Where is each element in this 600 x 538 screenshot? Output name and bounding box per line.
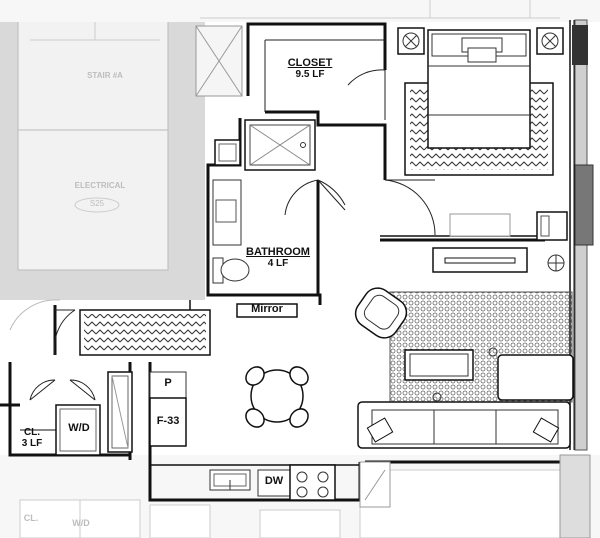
pantry-label: P bbox=[164, 377, 172, 389]
hall-runner bbox=[79, 309, 211, 356]
kitchen bbox=[107, 371, 391, 508]
sofa bbox=[357, 347, 571, 449]
tv-console bbox=[432, 247, 528, 273]
bed bbox=[427, 29, 531, 149]
storage-box bbox=[195, 25, 243, 97]
lamp bbox=[547, 254, 565, 272]
armchair bbox=[354, 287, 408, 339]
bathroom-label: BATHROOM 4 LF bbox=[238, 246, 318, 269]
mirror-label: Mirror bbox=[251, 303, 283, 315]
dining-set bbox=[245, 366, 309, 428]
electrical-label: ELECTRICAL bbox=[74, 181, 126, 190]
closet-label: CLOSET 9.5 LF bbox=[280, 57, 340, 80]
laundry-closet bbox=[20, 404, 101, 456]
bathroom-size: 4 LF bbox=[267, 257, 289, 269]
nightstands bbox=[397, 27, 564, 55]
lower-closet-label: CL. bbox=[23, 513, 39, 523]
mirror-box bbox=[236, 303, 298, 318]
door-swings bbox=[29, 69, 436, 401]
closet-title: CLOSET bbox=[287, 57, 333, 69]
laundry-closet-size: 3 LF bbox=[21, 437, 43, 449]
wall-fill bbox=[559, 19, 594, 538]
bathroom-title: BATHROOM bbox=[246, 246, 310, 258]
coffee-table bbox=[404, 349, 474, 381]
closet bbox=[264, 39, 385, 112]
closet-size: 9.5 LF bbox=[295, 68, 325, 80]
laundry-closet-title: CL. bbox=[23, 427, 41, 438]
shower bbox=[214, 119, 316, 171]
stair-label: STAIR #A bbox=[87, 71, 123, 80]
dishwasher-label: DW bbox=[264, 475, 284, 487]
bedroom-desk bbox=[449, 213, 511, 237]
bathroom-fixtures bbox=[212, 179, 250, 284]
electrical-tag: S25 bbox=[89, 199, 105, 208]
lower-wd-label: W/D bbox=[72, 518, 90, 528]
fridge-label: F-33 bbox=[156, 415, 180, 427]
ottoman bbox=[497, 354, 574, 401]
radiator bbox=[536, 211, 568, 241]
washer-dryer-label: W/D bbox=[68, 422, 90, 434]
laundry-closet-label: CL. 3 LF bbox=[14, 427, 50, 449]
